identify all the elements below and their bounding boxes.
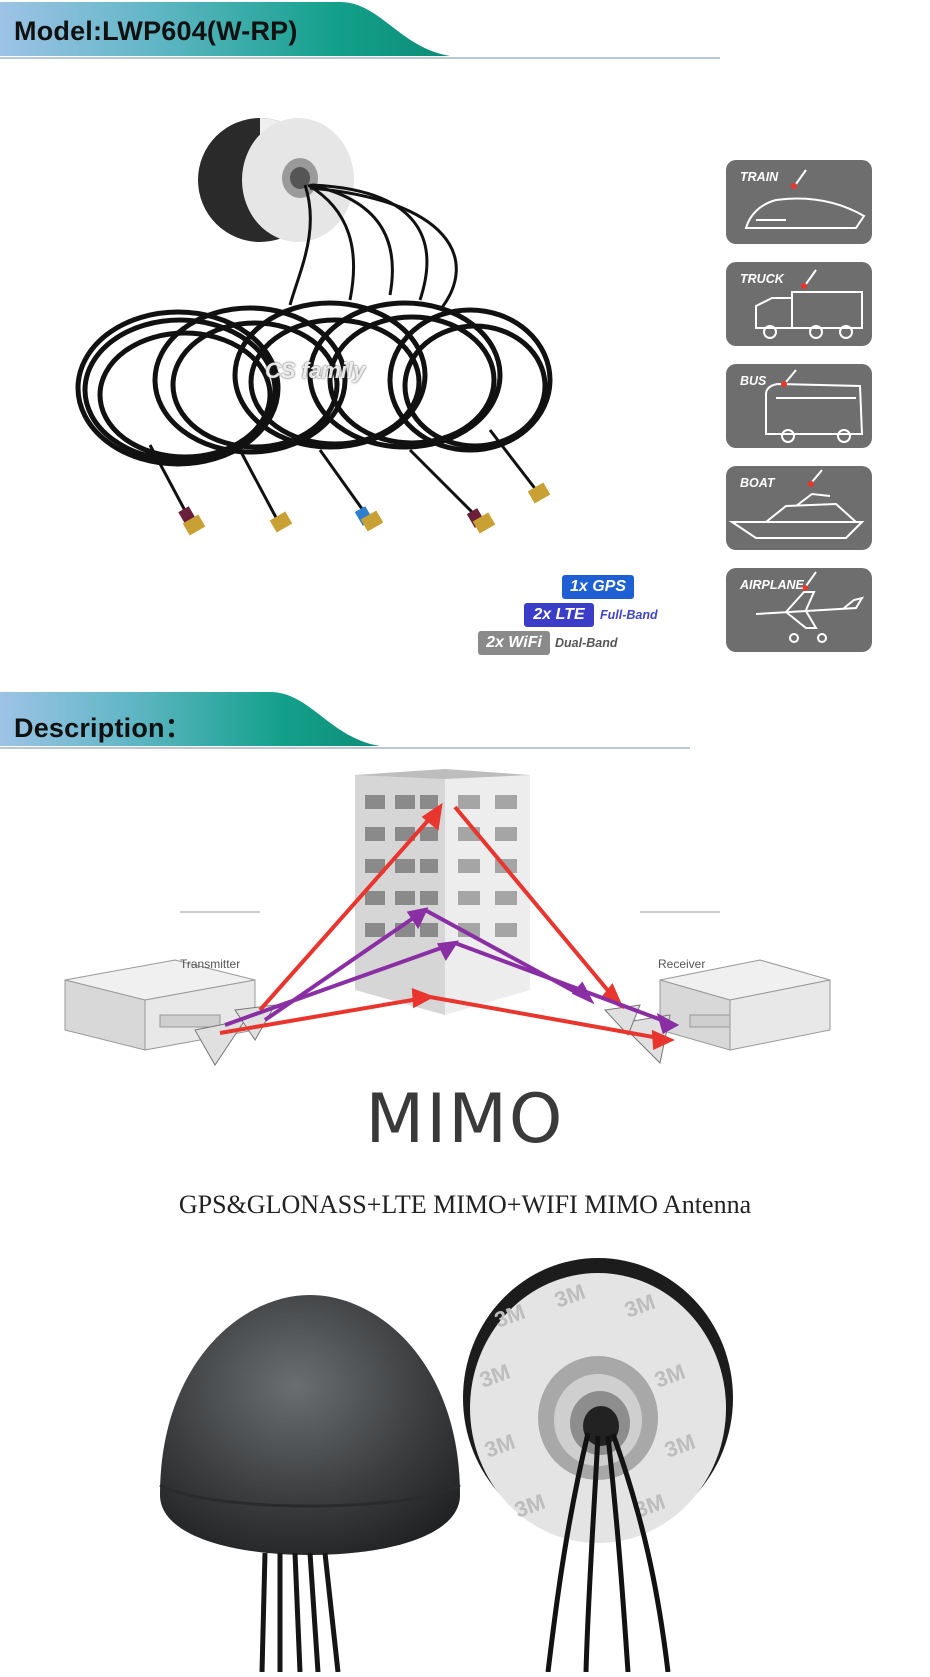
app-card-truck: TRUCK	[726, 262, 872, 346]
model-title: Model:LWP604(W-RP)	[14, 16, 298, 46]
app-card-airplane: AIRPLANE	[726, 568, 872, 652]
dome-antenna-photo	[150, 1285, 470, 1673]
truck-icon	[755, 269, 863, 339]
dome-antenna-illustration	[159, 1295, 461, 1673]
image-watermark: CS family	[265, 358, 366, 383]
mimo-diagram	[0, 765, 930, 1085]
model-header-banner: Model:LWP604(W-RP)	[0, 0, 930, 70]
description-header-banner: Description：	[0, 690, 930, 760]
antenna-with-cables-illustration	[75, 118, 553, 536]
badge-lte-note: Full-Band	[600, 608, 658, 622]
badge-wifi: 2x WiFi	[478, 631, 550, 655]
badge-wifi-note: Dual-Band	[555, 636, 618, 650]
mimo-signal-illustration	[64, 769, 831, 1066]
airplane-icon	[755, 571, 865, 643]
model-header-shape	[0, 2, 720, 59]
description-header-shape	[0, 692, 690, 749]
mimo-caption: MIMO	[365, 1080, 565, 1159]
app-label-train: TRAIN	[740, 170, 779, 184]
app-label-boat: BOAT	[740, 476, 775, 490]
adhesive-mount-illustration: 3M 3M 3M 3M 3M 3M 3M 3M 3M	[463, 1258, 733, 1673]
boat-icon	[728, 469, 865, 539]
receiver-label: Receiver	[658, 957, 706, 971]
product-line-caption: GPS&GLONASS+LTE MIMO+WIFI MIMO Antenna	[178, 1190, 752, 1219]
app-label-truck: TRUCK	[740, 272, 784, 286]
app-label-bus: BUS	[740, 374, 767, 388]
bus-icon	[765, 369, 864, 443]
badge-gps: 1x GPS	[562, 575, 634, 599]
app-card-bus: BUS	[726, 364, 872, 448]
mount-side-photo: 3M 3M 3M 3M 3M 3M 3M 3M 3M	[458, 1258, 740, 1673]
badge-lte: 2x LTE	[524, 603, 594, 627]
train-icon	[744, 169, 866, 229]
app-card-boat: BOAT	[726, 466, 872, 550]
app-card-train: TRAIN	[726, 160, 872, 244]
description-title: Description：	[14, 713, 192, 743]
app-label-airplane: AIRPLANE	[740, 578, 804, 592]
product-photo	[60, 90, 680, 650]
transmitter-label: Transmitter	[180, 957, 241, 971]
